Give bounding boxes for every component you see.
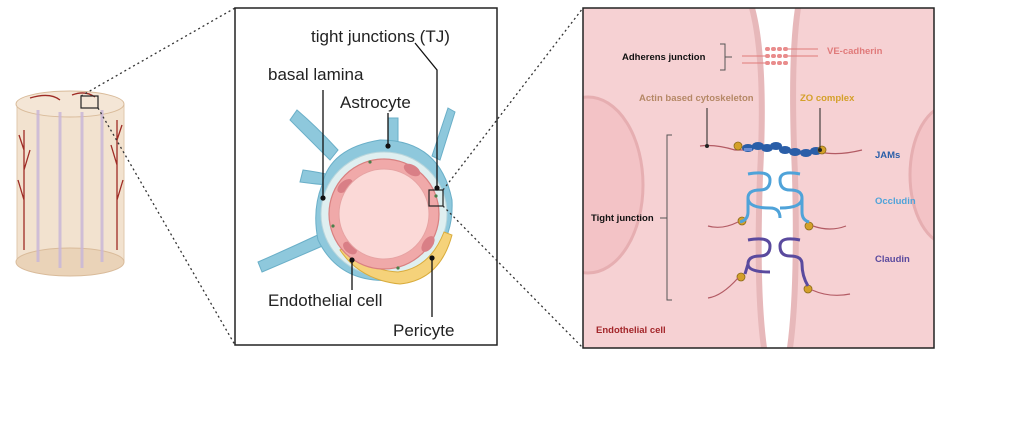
label-ve-cadherin: VE-cadherin — [827, 46, 883, 57]
brain-tissue-cylinder — [15, 90, 125, 277]
left-cell-nucleus — [583, 95, 645, 275]
tight-junction-markers — [331, 160, 438, 270]
label-tight-junctions: tight junctions (TJ) — [311, 27, 450, 46]
junction-detail-panel: Adherens junction VE-cadherin Actin base… — [582, 7, 935, 349]
left-cell-membrane — [749, 8, 767, 348]
zoom-connector-left — [80, 7, 236, 346]
capillary-lumen — [338, 168, 430, 260]
label-pericyte: Pericyte — [393, 321, 454, 340]
label-endothelial-cell: Endothelial cell — [268, 291, 382, 310]
label-claudin: Claudin — [875, 254, 910, 265]
label-astrocyte: Astrocyte — [340, 93, 411, 112]
label-actin-cytoskeleton: Actin based cytoskeleton — [639, 93, 754, 104]
occludin-proteins — [739, 171, 810, 224]
zoom-box-small — [80, 95, 99, 109]
zoom-connector-right — [442, 7, 584, 349]
tj-leader — [414, 42, 438, 188]
label-zo-complex: ZO complex — [800, 93, 855, 104]
label-basal-lamina: basal lamina — [268, 65, 364, 84]
adherens-junction-group — [720, 43, 818, 71]
label-endothelial-cell-detail: Endothelial cell — [596, 325, 666, 336]
tight-junction-bracket — [660, 134, 672, 301]
capillary-cross-section-panel: tight junctions (TJ) basal lamina Astroc… — [234, 7, 498, 346]
label-adherens-junction: Adherens junction — [622, 52, 706, 63]
claudin-proteins — [743, 237, 810, 287]
label-occludin: Occludin — [875, 196, 916, 207]
right-cell-membrane — [787, 8, 801, 348]
label-jams: JAMs — [875, 150, 900, 161]
right-cell-nucleus — [908, 109, 934, 241]
label-tight-junction: Tight junction — [591, 213, 654, 224]
